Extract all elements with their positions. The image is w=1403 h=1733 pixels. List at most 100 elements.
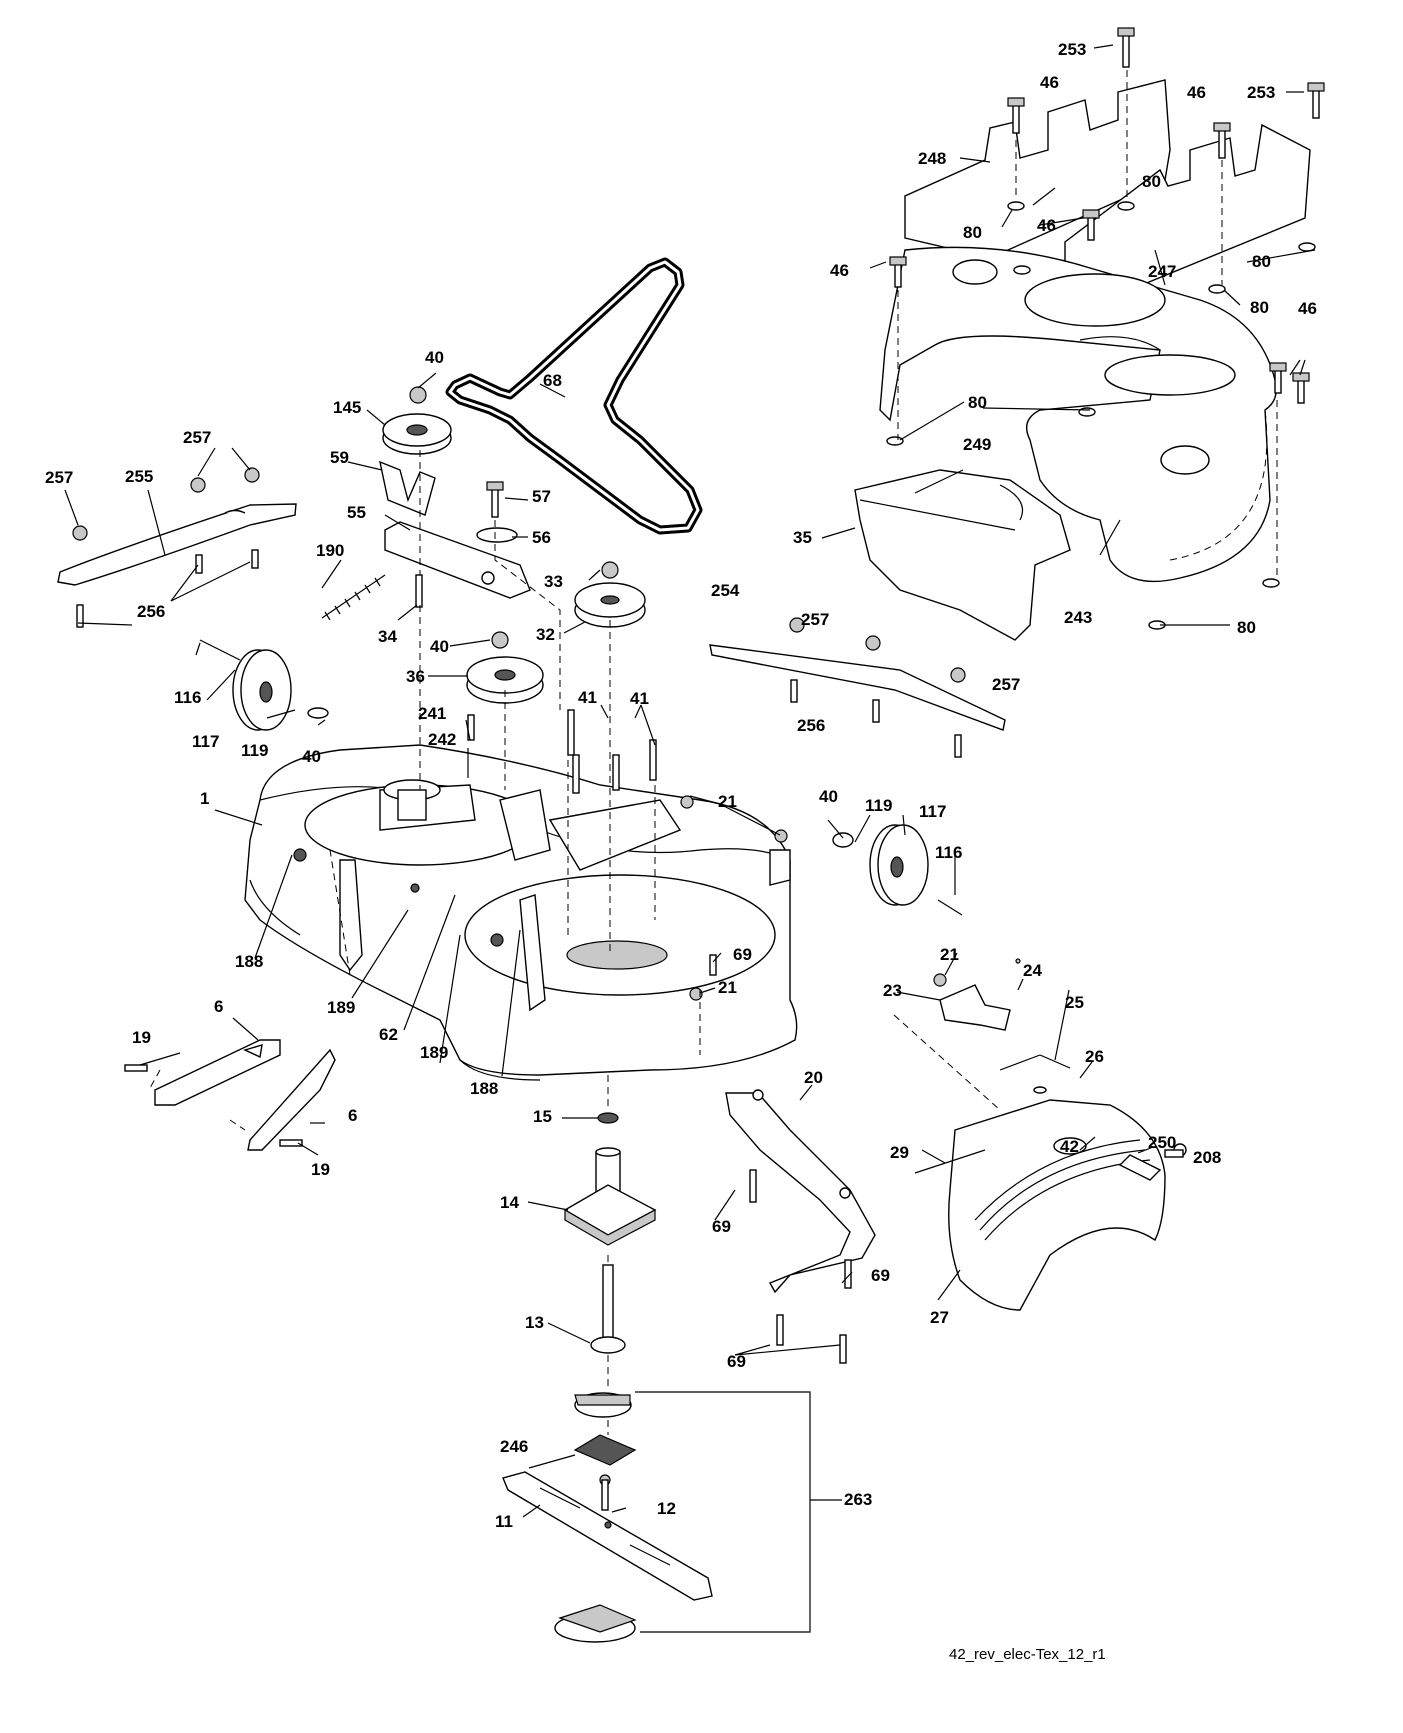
deflector-plate-248 — [904, 79, 1171, 259]
callout-257: 257 — [801, 610, 829, 629]
washer-15 — [597, 1112, 619, 1124]
mower-deck — [244, 744, 798, 1081]
callout-80: 80 — [968, 393, 987, 412]
callout-249: 249 — [963, 435, 991, 454]
bracket-59 — [379, 460, 436, 516]
callout-labels: 253 253 46 46 46 46 46 248 80 80 80 80 8… — [45, 40, 1317, 1663]
callout-257: 257 — [183, 428, 211, 447]
callout-46: 46 — [830, 261, 849, 280]
chute-emblem: 42 — [1060, 1137, 1079, 1156]
callout-243: 243 — [1064, 608, 1092, 627]
callout-40: 40 — [819, 787, 838, 806]
callout-29: 29 — [890, 1143, 909, 1162]
callout-190: 190 — [316, 541, 344, 560]
spindle-shaft-13 — [590, 1264, 626, 1354]
callout-69: 69 — [733, 945, 752, 964]
callout-68: 68 — [543, 371, 562, 390]
discharge-chute-27: 42 — [948, 1099, 1166, 1311]
callout-69: 69 — [727, 1352, 746, 1371]
callout-189: 189 — [327, 998, 355, 1017]
washer-56 — [476, 527, 518, 543]
callout-263: 263 — [844, 1490, 872, 1509]
assembly-lines — [149, 70, 1278, 1435]
callout-59: 59 — [330, 448, 349, 467]
idler-arm-55 — [384, 521, 531, 599]
stabilizer-254 — [709, 644, 1006, 731]
callout-255: 255 — [125, 467, 153, 486]
callout-6: 6 — [348, 1106, 357, 1125]
callout-46: 46 — [1037, 216, 1056, 235]
callout-35: 35 — [793, 528, 812, 547]
callout-62: 62 — [379, 1025, 398, 1044]
callout-257: 257 — [992, 675, 1020, 694]
callout-15: 15 — [533, 1107, 552, 1126]
callout-208: 208 — [1193, 1148, 1221, 1167]
callout-55: 55 — [347, 503, 366, 522]
callout-242: 242 — [428, 730, 456, 749]
hardware-fasteners — [72, 27, 1325, 1511]
callout-80: 80 — [1142, 172, 1161, 191]
blade-adapter-246 — [573, 1434, 637, 1466]
stabilizer-255 — [57, 503, 297, 586]
callout-80: 80 — [1252, 252, 1271, 271]
diagram-code: 42_rev_elec-Tex_12_r1 — [949, 1646, 1106, 1663]
bracket-6-lower — [247, 1048, 336, 1151]
pulley-36 — [466, 656, 544, 704]
tension-spring-190 — [321, 574, 386, 621]
rod-29 — [914, 1149, 986, 1174]
callout-119: 119 — [865, 796, 892, 815]
callout-145: 145 — [333, 398, 361, 417]
callout-257: 257 — [45, 468, 73, 487]
callout-117: 117 — [192, 732, 219, 751]
callout-246: 246 — [500, 1437, 528, 1456]
spring-25 — [999, 1054, 1071, 1071]
callout-20: 20 — [804, 1068, 823, 1087]
callout-254: 254 — [711, 581, 740, 600]
callout-41: 41 — [630, 689, 649, 708]
callout-26: 26 — [1085, 1047, 1104, 1066]
callout-36: 36 — [406, 667, 425, 686]
callout-46: 46 — [1040, 73, 1059, 92]
callout-27: 27 — [930, 1308, 949, 1327]
callout-33: 33 — [544, 572, 563, 591]
spindle-housing-14 — [563, 1147, 657, 1246]
callout-119: 119 — [241, 741, 268, 760]
callout-57: 57 — [532, 487, 551, 506]
callout-25: 25 — [1065, 993, 1084, 1012]
callout-188: 188 — [235, 952, 263, 971]
deflector-249 — [854, 469, 1071, 641]
wheel-117-left — [199, 639, 329, 731]
callout-117: 117 — [919, 802, 946, 821]
callout-247: 247 — [1148, 262, 1176, 281]
callout-69: 69 — [871, 1266, 890, 1285]
callout-69: 69 — [712, 1217, 731, 1236]
callout-19: 19 — [132, 1028, 151, 1047]
callout-188: 188 — [470, 1079, 498, 1098]
belt-guide-20 — [725, 1089, 876, 1294]
leader-lines — [64, 44, 1316, 1633]
callout-13: 13 — [525, 1313, 544, 1332]
callout-56: 56 — [532, 528, 551, 547]
callout-253: 253 — [1058, 40, 1086, 59]
callout-253: 253 — [1247, 83, 1275, 102]
callout-1: 1 — [200, 789, 209, 808]
callout-32: 32 — [536, 625, 555, 644]
callout-23: 23 — [883, 981, 902, 1000]
callout-14: 14 — [500, 1193, 519, 1212]
belt — [445, 257, 703, 535]
callout-80: 80 — [1237, 618, 1256, 637]
callout-21: 21 — [940, 945, 959, 964]
wheel-117-right — [832, 824, 963, 916]
deck-cover-243 — [879, 246, 1277, 583]
callout-248: 248 — [918, 149, 946, 168]
callout-40: 40 — [425, 348, 444, 367]
blade-adapter-upper — [574, 1392, 632, 1418]
callout-46: 46 — [1187, 83, 1206, 102]
callout-12: 12 — [657, 1499, 676, 1518]
callout-21: 21 — [718, 792, 737, 811]
callout-241: 241 — [418, 704, 446, 723]
callout-80: 80 — [963, 223, 982, 242]
callout-34: 34 — [378, 627, 397, 646]
bracket-23 — [939, 984, 1011, 1031]
